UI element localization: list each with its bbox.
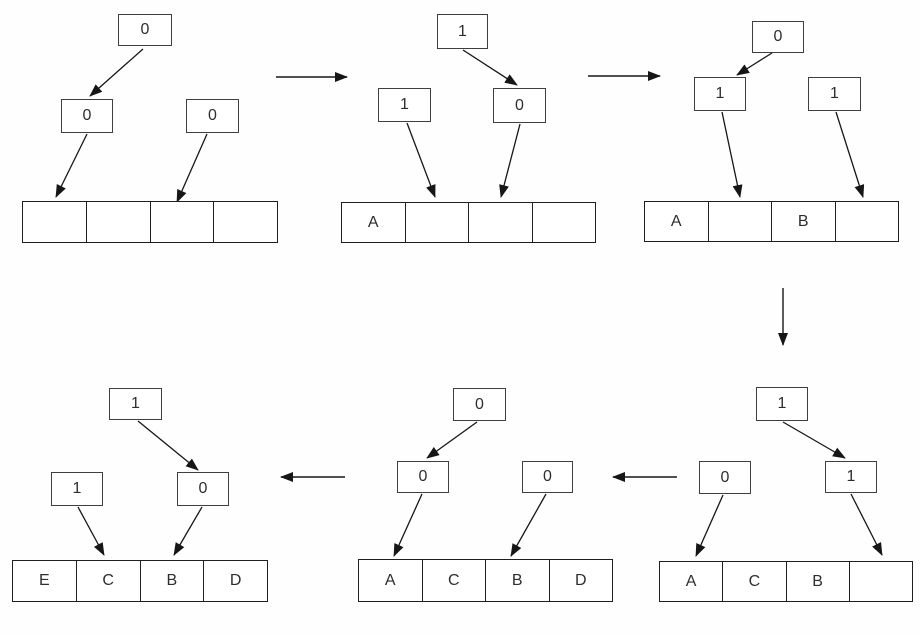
step5-right-to-cell3-connector (510, 493, 547, 557)
step6-root-to-right-connector (137, 420, 199, 471)
step1-array-cell-3 (149, 202, 214, 242)
step2-array-cell-4 (531, 203, 596, 242)
step2-right-node: 0 (493, 88, 546, 123)
step3-root-node: 0 (752, 21, 804, 53)
step1-right-node: 0 (186, 99, 239, 133)
step1-array-cell-2 (85, 202, 150, 242)
step3-array-cell-4 (834, 202, 899, 241)
step4-left-node: 0 (699, 461, 751, 494)
step2-root-to-right-connector (462, 49, 518, 86)
step3-array: A B (644, 201, 899, 242)
step4-array-cell-2: C (722, 562, 785, 601)
step4-array-cell-3: B (785, 562, 849, 601)
step3-right-node: 1 (808, 77, 861, 111)
step6-array-cell-1: E (39, 572, 50, 589)
step6-right-node: 0 (177, 472, 229, 506)
step4-array: A C B (659, 561, 913, 602)
step3-root-to-left-connector (736, 52, 773, 76)
step5-array: A C B D (358, 559, 613, 602)
step1-right-to-cell3-connector (176, 133, 208, 203)
step1-array-cell-1 (23, 202, 86, 242)
step4-right-to-cell4-connector (850, 493, 883, 556)
step6-array: E C B D (12, 560, 268, 602)
step5-root-to-left-connector (426, 421, 478, 459)
step4-array-cell-1: A (685, 572, 697, 590)
step2-array-cell-1: A (367, 213, 379, 231)
step5-left-to-cell1-connector (393, 493, 423, 557)
step6-array-cell-3: B (139, 561, 204, 601)
step1-array-cell-4 (213, 202, 277, 242)
step2-root-node: 1 (437, 14, 488, 49)
step1-root-to-left-connector (89, 48, 144, 97)
step2-left-to-cell2-connector (406, 122, 436, 198)
step2-right-to-cell3-connector (499, 123, 521, 198)
step3-right-to-cell4-connector (835, 111, 865, 198)
step2-left-node: 1 (378, 88, 431, 122)
step4-root-to-right-connector (782, 421, 846, 459)
step5-array-cell-3: B (485, 560, 549, 601)
step1-left-to-cell1-connector (55, 133, 88, 198)
step6-left-node: 1 (51, 472, 103, 506)
step3-array-cell-3: B (771, 202, 835, 241)
step4-left-to-cell1-connector (695, 494, 724, 557)
step4-root-node: 1 (756, 387, 808, 421)
step1-left-node: 0 (61, 99, 113, 133)
step3-array-cell-1: A (670, 212, 682, 230)
step1-root-node: 0 (118, 14, 172, 46)
step5-array-cell-1: A (384, 571, 396, 589)
step5-left-node: 0 (397, 461, 449, 493)
step2-array-cell-2 (404, 203, 469, 242)
step6-array-cell-2: C (75, 561, 140, 601)
step2-array: A (341, 202, 596, 243)
step5-root-node: 0 (453, 388, 506, 421)
step5-array-cell-2: C (421, 560, 486, 601)
step3-left-node: 1 (694, 77, 746, 111)
step6-array-cell-4: D (203, 561, 267, 601)
step3-array-cell-2 (707, 202, 772, 241)
step4-array-cell-4 (848, 562, 912, 601)
step4-right-node: 1 (825, 461, 877, 493)
step6-right-to-cell3-connector (173, 506, 203, 556)
step3-left-to-cell2-connector (721, 111, 743, 198)
step5-array-cell-4: D (548, 560, 613, 601)
step1-array (22, 201, 278, 243)
step6-left-to-cell2-connector (77, 506, 105, 556)
step5-right-node: 0 (522, 461, 573, 493)
step2-array-cell-3 (468, 203, 532, 242)
step6-root-node: 1 (109, 388, 162, 420)
